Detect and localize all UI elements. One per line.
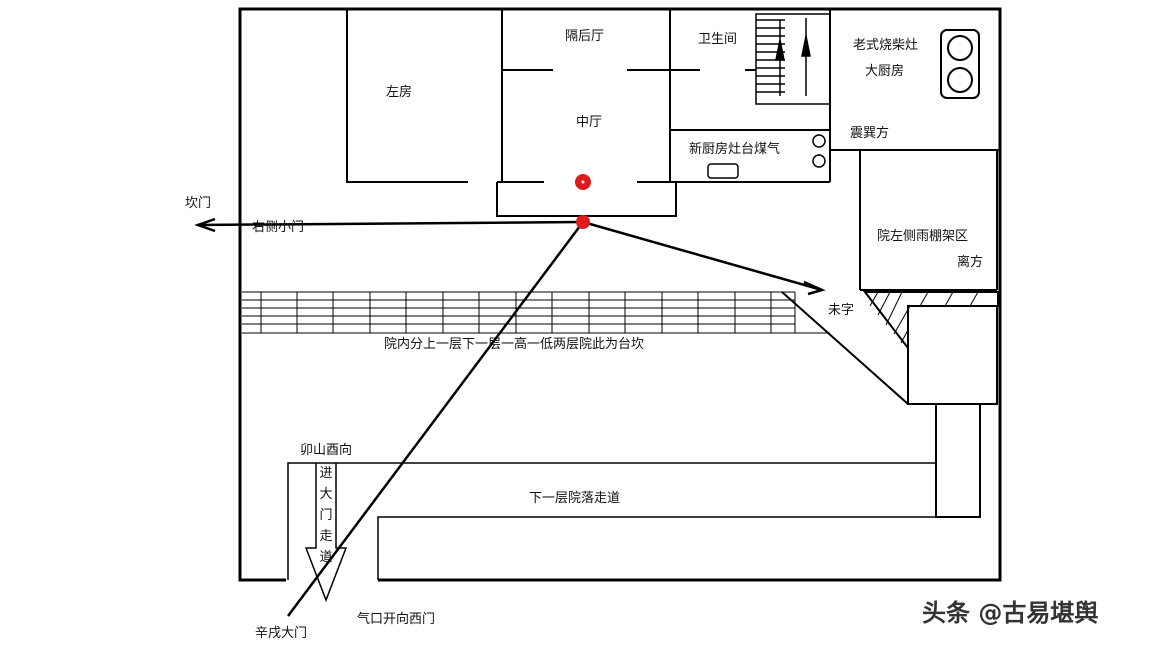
label-canopy-area: 院左侧雨棚架区 (877, 229, 969, 244)
outer-wall (238, 7, 1002, 582)
label-zhen-xun: 震巽方 (850, 126, 890, 141)
canopy-area (859, 150, 998, 291)
label-kan-door: 坎门 (185, 196, 212, 211)
label-tai-kan: 院内分上一层下一层一高一低两层院此为台坎 (384, 337, 645, 352)
label-big-kitchen: 大厨房 (865, 64, 905, 79)
label-middle-hall: 中厅 (576, 115, 603, 130)
lower-corridor (287, 404, 980, 603)
label-old-stove: 老式烧柴灶 (853, 38, 919, 53)
label-li-direction: 离方 (957, 255, 984, 270)
stair (755, 13, 831, 105)
label-bathroom: 卫生间 (698, 32, 738, 47)
label-entrance-2: 大 (319, 487, 333, 502)
center-dot (581, 180, 585, 184)
watermark: 头条 @古易堪舆 (922, 599, 1099, 627)
label-entrance-3: 门 (319, 508, 333, 523)
old-kitchen (830, 29, 1000, 151)
label-air-gate: 气口开向西门 (357, 612, 436, 627)
label-mao-shan: 卯山酉向 (300, 443, 353, 458)
label-left-room: 左房 (386, 85, 413, 100)
label-new-kitchen: 新厨房灶台煤气 (689, 142, 781, 157)
step-grid (242, 291, 830, 334)
label-entrance-4: 走 (319, 529, 333, 544)
label-entrance-5: 道 (319, 550, 333, 565)
label-entrance-1: 进 (319, 466, 333, 481)
door-marker (576, 215, 590, 229)
right-hatching (869, 291, 979, 344)
label-lower-corridor: 下一层院落走道 (529, 491, 621, 506)
label-wei: 未字 (828, 303, 855, 318)
label-right-side-door: 右侧小门 (252, 220, 305, 235)
new-kitchen-stove (707, 134, 826, 179)
sight-lines (194, 217, 826, 617)
label-main-gate: 辛戌大门 (255, 626, 308, 641)
label-rear-hall: 隔后厅 (565, 29, 605, 44)
right-blocks (781, 291, 999, 518)
